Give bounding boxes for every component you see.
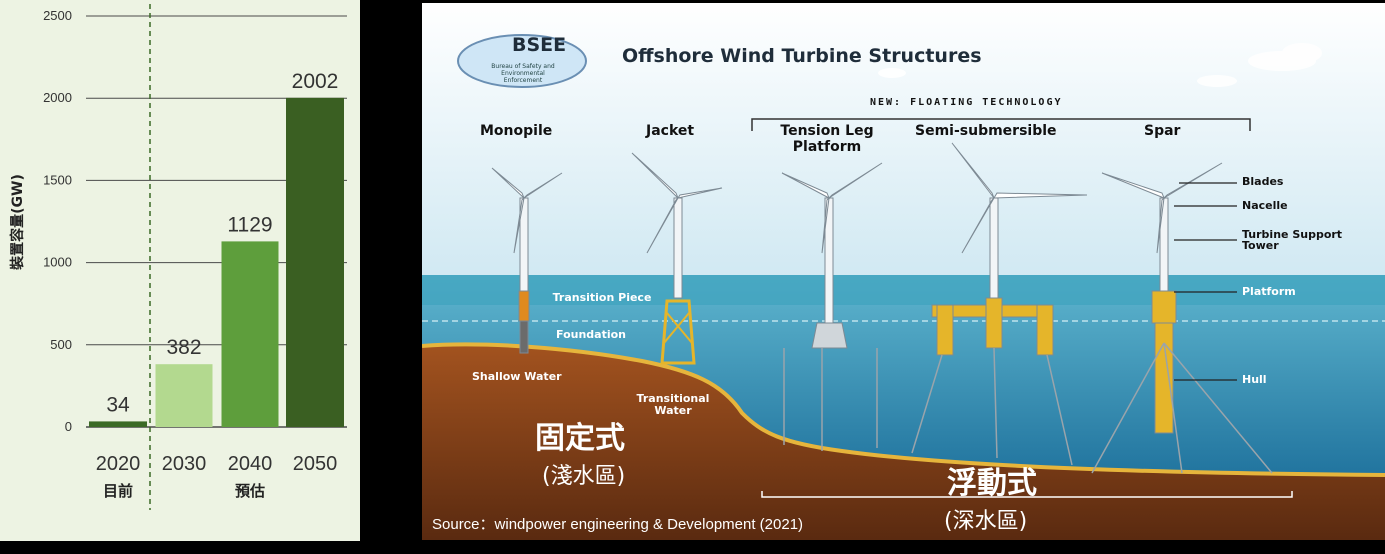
label-transitional-water: Transitional Water (628, 393, 718, 417)
data-label: 2002 (292, 70, 339, 93)
part-nacelle: Nacelle (1242, 199, 1288, 212)
label-shallow-water: Shallow Water (472, 370, 562, 383)
part-hull: Hull (1242, 373, 1267, 386)
col-semi-submersible: Semi-submersible (915, 123, 1057, 139)
data-label: 34 (106, 393, 130, 416)
floating-type-label: 浮動式 (947, 458, 1037, 502)
y-tick-label: 2000 (43, 90, 72, 105)
y-tick-label: 1000 (43, 255, 72, 270)
col-tension-leg: Tension Leg Platform (777, 123, 877, 155)
floating-type-sub: (深水區) (944, 503, 1027, 535)
figure-title: Offshore Wind Turbine Structures (622, 45, 982, 67)
part-blades: Blades (1242, 175, 1283, 188)
new-floating-label: NEW: FLOATING TECHNOLOGY (870, 97, 1063, 108)
col-jacket: Jacket (646, 123, 694, 139)
fixed-type-sub: (淺水區) (542, 458, 625, 490)
fixed-type-label: 固定式 (535, 413, 625, 457)
x-tick-label: 2050 (293, 453, 338, 475)
group-label-current: 目前 (103, 482, 133, 500)
label-foundation: Foundation (556, 328, 626, 341)
y-tick-label: 1500 (43, 172, 72, 187)
col-spar: Spar (1144, 123, 1180, 139)
x-tick-label: 2030 (162, 453, 207, 475)
y-axis-label: 裝置容量(GW) (9, 174, 26, 271)
bar (156, 364, 213, 427)
part-support-tower: Turbine Support Tower (1242, 229, 1352, 251)
bsee-logo-text: BSEE (512, 34, 566, 56)
bar (286, 98, 344, 427)
source-credit: Source：windpower engineering & Developme… (432, 513, 803, 534)
bar (89, 421, 147, 427)
group-label-forecast: 預估 (235, 482, 265, 500)
y-tick-label: 500 (50, 337, 72, 352)
label-transition-piece: Transition Piece (552, 292, 652, 303)
data-label: 1129 (227, 213, 272, 236)
data-label: 382 (166, 336, 201, 359)
offshore-wind-figure: BSEE Bureau of Safety and Environmental … (422, 3, 1385, 540)
x-tick-label: 2020 (96, 453, 141, 475)
col-monopile: Monopile (480, 123, 552, 139)
bsee-logo-subtext: Bureau of Safety and Environmental Enfor… (484, 63, 562, 84)
part-platform: Platform (1242, 285, 1296, 298)
y-tick-label: 0 (65, 419, 72, 434)
capacity-bar-chart: 0 500 1000 1500 2000 2500 34 2020 382 2030 1129 204… (0, 0, 360, 541)
bar (222, 241, 279, 427)
y-tick-label: 2500 (43, 8, 72, 23)
capacity-chart-panel: 0 500 1000 1500 2000 2500 34 2020 382 2030 1129 204… (0, 0, 360, 541)
x-tick-label: 2040 (228, 453, 273, 475)
